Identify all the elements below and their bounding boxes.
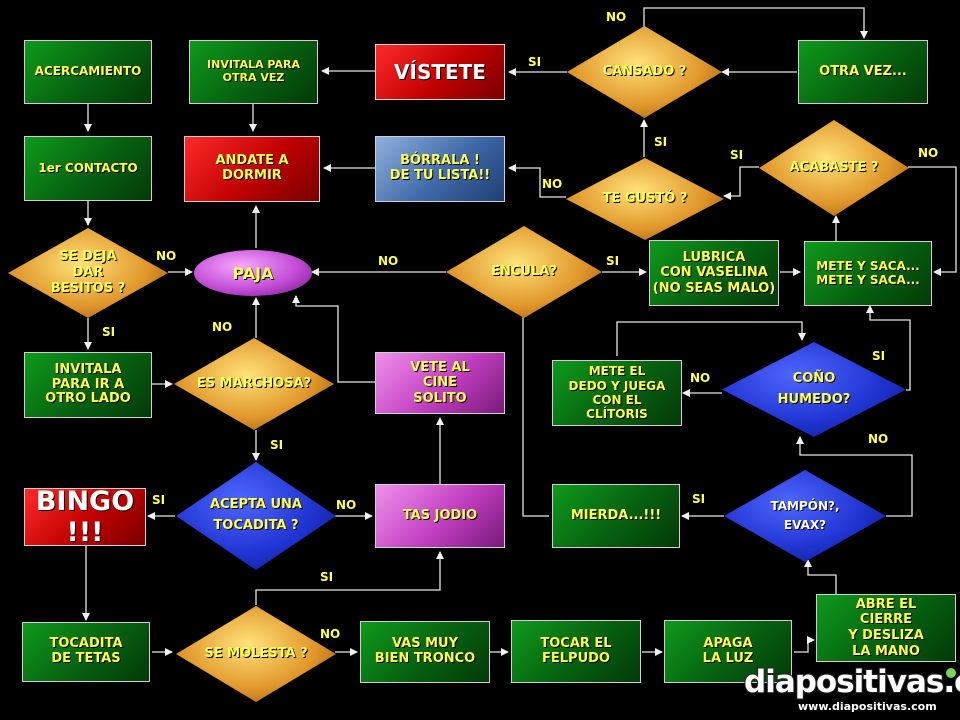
node-primer-contacto-label: 1er CONTACTO <box>38 160 138 175</box>
node-acercamiento-label: ACERCAMIENTO <box>34 64 142 79</box>
node-andate-a-dormir: ANDATE A DORMIR <box>184 136 320 202</box>
diapositivas-watermark: diapositivas.com www.diapositivas.com <box>738 662 960 720</box>
node-mierda-label: MIERDA...!!! <box>570 507 662 523</box>
node-otra-vez: OTRA VEZ... <box>798 40 928 104</box>
node-andate-a-dormir-label: ANDATE A DORMIR <box>215 153 289 183</box>
node-mete-el-dedo-label: METE EL DEDO Y JUEGA CON EL CLÍTORIS <box>568 364 666 422</box>
node-abre-el-cierre-label: ABRE EL CIERRE Y DESLIZA LA MANO <box>848 596 924 659</box>
edge-label-gusto-no: NO <box>542 177 563 191</box>
node-tocar-el-felpudo-label: TOCAR EL FELPUDO <box>540 635 612 666</box>
watermark-url: www.diapositivas.com <box>798 700 937 713</box>
node-apaga-la-luz: APAGA LA LUZ <box>664 620 792 683</box>
node-tocar-el-felpudo: TOCAR EL FELPUDO <box>511 620 641 683</box>
edge-label-marchosa-si: SI <box>270 438 284 452</box>
node-invitala-otro-lado-label: INVITALA PARA IR A OTRO LADO <box>45 361 131 407</box>
node-vas-muy-bien-label: VAS MUY BIEN TRONCO <box>374 636 476 666</box>
edge-label-acabaste-si: SI <box>730 148 744 162</box>
edge-label-cansado-no: NO <box>606 10 627 24</box>
edge-label-besitos-no: NO <box>156 249 177 263</box>
node-tocadita-de-tetas-label: TOCADITA DE TETAS <box>49 636 123 666</box>
decision-te-gusto: TE GUSTÓ ? <box>566 158 724 240</box>
edge-label-acepta-no: NO <box>336 498 357 512</box>
edge-label-cono-si: SI <box>872 349 886 363</box>
node-borrala-label: BÓRRALA ! DE TU LISTA!! <box>389 153 491 183</box>
node-abre-el-cierre: ABRE EL CIERRE Y DESLIZA LA MANO <box>816 594 956 662</box>
node-vistete-label: VÍSTETE <box>394 59 486 84</box>
decision-label: TE GUSTÓ ? <box>602 190 688 206</box>
decision-acepta-una-tocadita: ACEPTA UNA TOCADITA ? <box>176 462 336 570</box>
node-invitala-otro-lado: INVITALA PARA IR A OTRO LADO <box>24 352 152 418</box>
node-lubrica: LUBRICA CON VASELINA (NO SEAS MALO) <box>649 240 779 306</box>
edge-label-gusto-si: SI <box>654 135 668 149</box>
node-acercamiento: ACERCAMIENTO <box>24 40 152 104</box>
node-vete-al-cine-label: VETE AL CINE SOLITO <box>410 359 470 406</box>
decision-acabaste: ACABASTE ? <box>759 120 909 216</box>
node-tocadita-de-tetas: TOCADITA DE TETAS <box>22 622 150 682</box>
edge-label-cansado-si: SI <box>528 55 542 69</box>
edge-label-besitos-si: SI <box>102 325 116 339</box>
node-apaga-la-luz-label: APAGA LA LUZ <box>702 635 754 666</box>
decision-se-deja-dar-besitos: SE DEJA DAR BESITOS ? <box>8 228 168 318</box>
node-vas-muy-bien: VAS MUY BIEN TRONCO <box>360 621 490 683</box>
node-mete-y-saca: METE Y SACA... METE Y SACA... <box>804 241 932 306</box>
node-mete-el-dedo: METE EL DEDO Y JUEGA CON EL CLÍTORIS <box>552 360 682 426</box>
decision-label: ACABASTE ? <box>789 159 879 175</box>
decision-label: TAMPÓN?, EVAX? <box>770 498 840 532</box>
edge-label-acepta-si: SI <box>152 493 166 507</box>
decision-cansado: CANSADO ? <box>567 26 722 118</box>
watermark-brand: diapositivas.com <box>743 663 960 701</box>
node-lubrica-label: LUBRICA CON VASELINA (NO SEAS MALO) <box>652 249 776 296</box>
node-borrala: BÓRRALA ! DE TU LISTA!! <box>375 136 505 202</box>
node-vistete: VÍSTETE <box>375 44 505 100</box>
watermark-bubble-icon <box>946 668 956 678</box>
edge-label-encula-no: NO <box>378 254 399 268</box>
edge-label-cono-no: NO <box>690 371 711 385</box>
node-invitala-otra-vez: INVITALA PARA OTRA VEZ <box>189 40 318 104</box>
decision-es-marchosa: ES MARCHOSA? <box>174 338 334 430</box>
node-tas-jodio: TAS JODIO <box>375 484 505 548</box>
edge-label-marchosa-no: NO <box>212 320 233 334</box>
node-bingo: BINGO !!! <box>24 485 146 548</box>
node-paja: PAJA <box>194 250 312 296</box>
edge-label-tampon-si: SI <box>692 492 706 506</box>
decision-label: SE DEJA DAR BESITOS ? <box>50 248 126 297</box>
node-vete-al-cine: VETE AL CINE SOLITO <box>375 352 505 414</box>
edge-label-encula-si: SI <box>606 254 620 268</box>
decision-label: ACEPTA UNA TOCADITA ? <box>210 497 302 533</box>
decision-label: COÑO HUMEDO? <box>777 370 851 407</box>
decision-label: SE MOLESTA ? <box>204 645 308 661</box>
decision-label: ES MARCHOSA? <box>196 375 312 391</box>
decision-label: ENCULA? <box>491 263 557 279</box>
edge-label-molesta-si: SI <box>320 570 334 584</box>
edge-label-molesta-no: NO <box>320 627 341 641</box>
decision-label: CANSADO ? <box>602 63 687 79</box>
edge-label-acabaste-no: NO <box>918 146 939 160</box>
node-mierda: MIERDA...!!! <box>552 484 680 548</box>
node-otra-vez-label: OTRA VEZ... <box>819 63 907 79</box>
node-tas-jodio-label: TAS JODIO <box>402 507 478 523</box>
node-paja-label: PAJA <box>232 263 274 283</box>
node-primer-contacto: 1er CONTACTO <box>24 136 152 201</box>
node-bingo-label: BINGO !!! <box>35 485 135 548</box>
decision-se-molesta: SE MOLESTA ? <box>176 606 336 702</box>
decision-cono-humedo: COÑO HUMEDO? <box>722 342 906 437</box>
edge-label-tampon-no: NO <box>868 432 889 446</box>
decision-encula: ENCULA? <box>446 226 602 318</box>
node-invitala-otra-vez-label: INVITALA PARA OTRA VEZ <box>207 58 300 84</box>
node-mete-y-saca-label: METE Y SACA... METE Y SACA... <box>816 258 920 287</box>
decision-tampon-evax: TAMPÓN?, EVAX? <box>724 470 886 562</box>
